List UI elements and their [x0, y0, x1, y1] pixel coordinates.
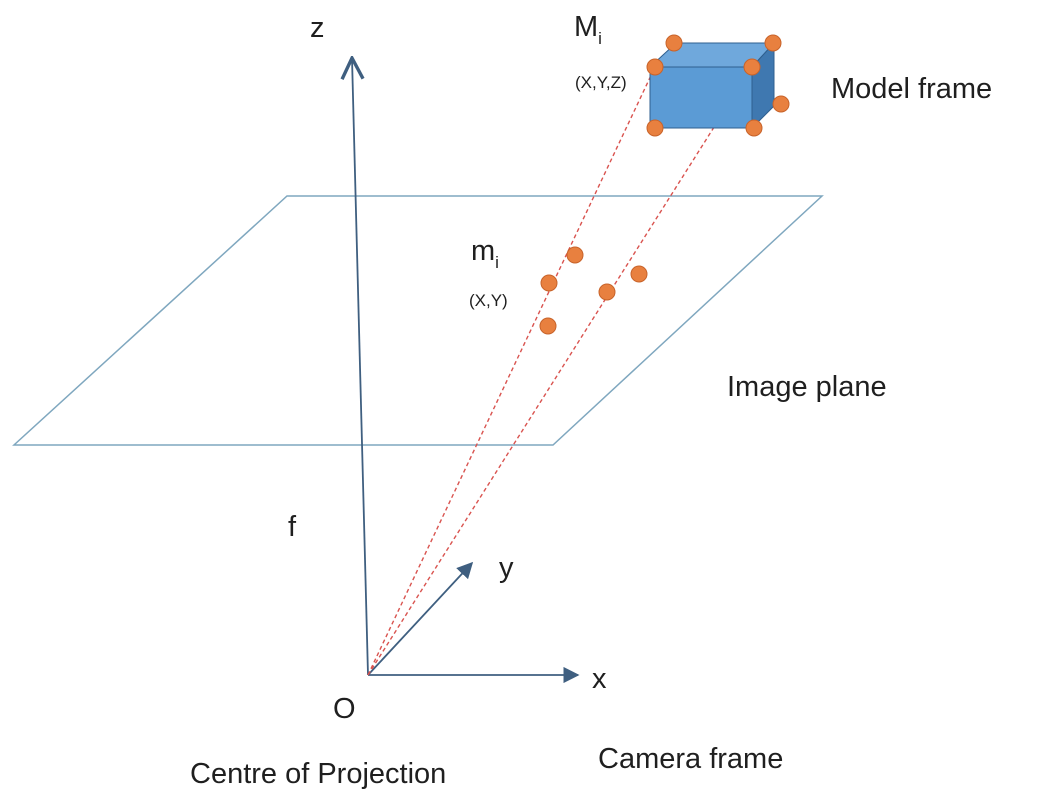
model-point [646, 58, 664, 76]
focal-length-label: f [288, 511, 297, 543]
y-axis [367, 561, 474, 676]
x-axis-label: x [592, 663, 607, 695]
image-point [598, 283, 616, 301]
z-axis-label: z [310, 12, 325, 44]
model-frame-label: Model frame [831, 73, 992, 105]
model-point-label: Mi [574, 11, 602, 48]
image-plane-label: Image plane [727, 371, 887, 403]
model-coords-label: (X,Y,Z) [575, 73, 627, 92]
image-point-subscript: i [495, 253, 499, 272]
cube-icon [648, 41, 776, 130]
model-point-subscript: i [598, 29, 602, 48]
model-point [743, 58, 761, 76]
origin-label: O [333, 693, 356, 725]
image-point [540, 274, 558, 292]
projection-ray-2 [367, 66, 753, 676]
image-point [630, 265, 648, 283]
model-point [764, 34, 782, 52]
image-plane [12, 195, 824, 446]
model-point [772, 95, 790, 113]
image-point [566, 246, 584, 264]
model-points [646, 34, 790, 137]
image-point-label: mi [471, 235, 499, 272]
projection-ray-1 [367, 66, 656, 676]
camera-frame-label: Camera frame [598, 743, 783, 775]
centre-of-projection-label: Centre of Projection [190, 758, 446, 790]
model-point [646, 119, 664, 137]
model-point [745, 119, 763, 137]
z-axis [352, 58, 369, 676]
model-point-letter: M [574, 11, 598, 43]
image-point [539, 317, 557, 335]
cube-front-face [649, 66, 753, 129]
image-coords-label: (X,Y) [469, 291, 508, 310]
y-axis-label: y [499, 552, 514, 584]
image-points [539, 246, 648, 335]
image-point-letter: m [471, 235, 495, 267]
model-point [665, 34, 683, 52]
